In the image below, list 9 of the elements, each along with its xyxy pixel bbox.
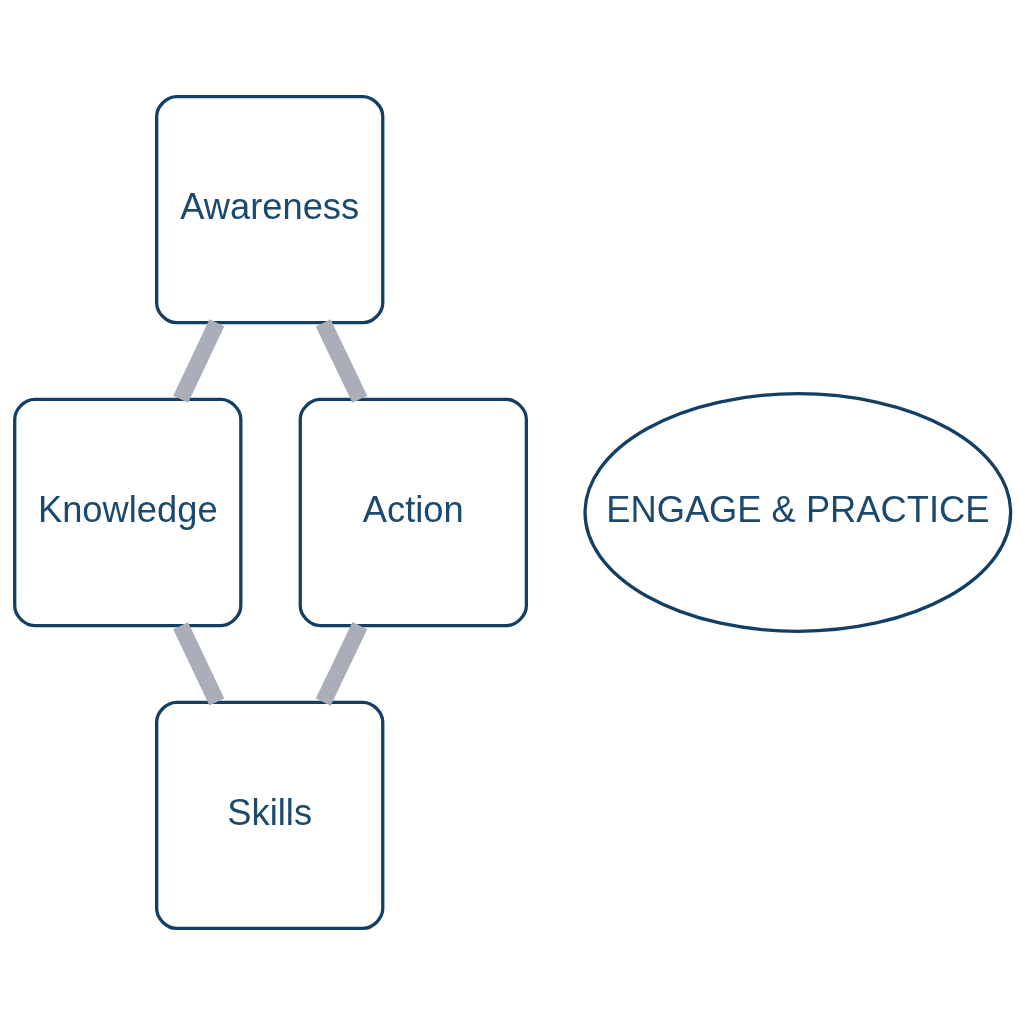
connector bbox=[173, 319, 225, 403]
node-box: Awareness bbox=[155, 94, 385, 325]
connector bbox=[315, 319, 368, 403]
node-ellipse: ENGAGE & PRACTICE bbox=[583, 392, 1013, 633]
node-box: Action bbox=[298, 397, 528, 628]
connector bbox=[315, 622, 368, 706]
node-box: Knowledge bbox=[13, 397, 243, 628]
node-box: Skills bbox=[155, 700, 385, 931]
connector bbox=[173, 622, 225, 706]
